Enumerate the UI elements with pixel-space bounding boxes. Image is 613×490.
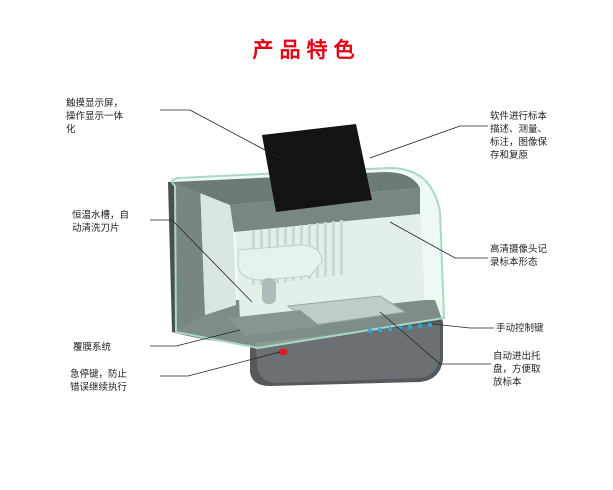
machine-base-front [255,323,440,383]
camera-head [262,278,276,304]
callout-manual-keys: 手动控制键 [496,323,544,334]
leader-water-bath [150,219,253,303]
control-key-led [377,327,383,333]
camera-arm [237,244,323,281]
leader-software [369,125,488,159]
control-key-led [417,323,423,329]
callout-emergency-stop: 急停键，防止 错误继续执行 [70,369,128,393]
leader-camera [389,221,488,259]
leader-auto-tray [379,311,491,365]
callout-touch-screen: 触摸显示屏， 操作显示一体 化 [66,98,124,135]
callout-camera: 高清摄像头记 录标本形态 [490,244,548,268]
control-key-led [397,325,403,331]
left-pillar [168,182,205,332]
control-key-led [387,326,393,332]
callout-film-system: 覆膜系统 [73,342,112,353]
glass-cover [171,166,446,350]
emergency-stop-button [278,348,288,356]
callout-auto-tray: 自动进出托 盘，方便取 放标本 [493,351,541,388]
leader-touch-screen [160,109,281,159]
callout-software: 软件进行标本 描述、测量、 标注，图像保 存和复原 [490,111,548,161]
leader-emergency-stop [160,351,281,377]
page-title: 产品特色 [252,38,361,62]
callout-water-bath: 恒温水槽，自 动清洗刀片 [72,210,130,234]
manual-control-keys [367,322,433,334]
leader-film-system [150,329,241,347]
control-key-led [407,324,413,330]
gantry-front [230,188,420,232]
control-key-led [427,322,433,328]
left-pillar-face [200,182,236,315]
leader-lines [150,109,494,377]
inner-wall [236,214,425,320]
leader-manual-keys [431,323,494,329]
tray-platform [228,310,320,336]
touch-screen [262,124,372,212]
control-key-led [367,328,373,334]
